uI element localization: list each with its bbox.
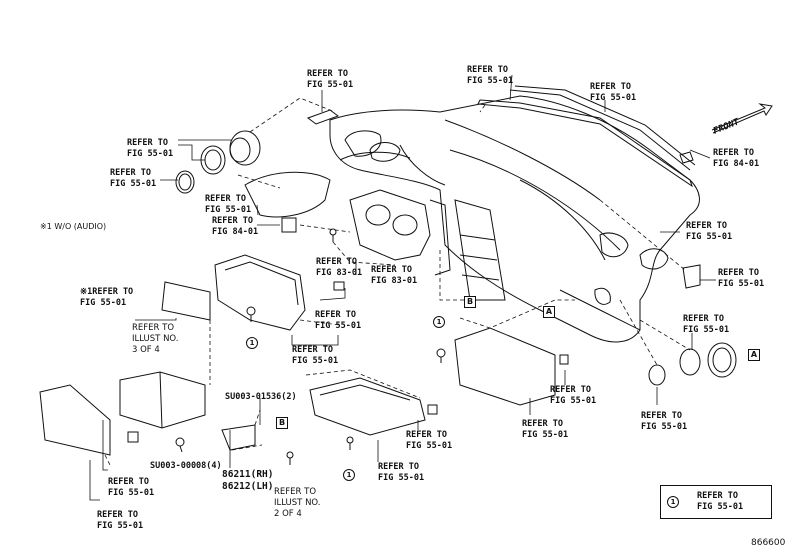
top-vent	[306, 109, 340, 125]
label-top-vent: REFER TO FIG 55-01	[307, 69, 354, 90]
label-right-side-vent: REFER TO FIG 55-01	[718, 268, 765, 289]
legend-circle-1: 1	[667, 496, 679, 508]
side-panel	[39, 384, 111, 456]
legend-text: REFER TO FIG 55-01	[697, 491, 744, 512]
clip	[679, 151, 694, 164]
label-lower-center: REFER TO FIG 55-01	[378, 462, 425, 483]
label-defroster-right: REFER TO FIG 55-01	[590, 82, 637, 103]
label-illust-2of4: REFER TO ILLUST NO. 2 OF 4	[274, 487, 321, 519]
label-switch: REFER TO FIG 84-01	[212, 216, 259, 237]
right-round-vents	[648, 342, 737, 386]
legend: 1 REFER TO FIG 55-01	[660, 485, 772, 519]
label-lower-center-clip: REFER TO FIG 55-01	[406, 430, 453, 451]
callout-a-vents: A	[748, 349, 760, 361]
switch-part	[281, 217, 297, 233]
defroster-strips	[477, 85, 696, 188]
label-right-panel: REFER TO FIG 55-01	[686, 221, 733, 242]
label-right-vents: REFER TO FIG 55-01	[683, 314, 730, 335]
callout-a-panel: A	[543, 306, 555, 318]
circle-1-lower: 1	[343, 469, 355, 481]
label-su00008: SU003-00008(4)	[150, 461, 222, 471]
front-arrow	[711, 103, 773, 134]
screws	[175, 228, 446, 465]
label-lower-left-panel: REFER TO FIG 55-01	[292, 345, 339, 366]
circle-1-center: 1	[433, 316, 445, 328]
part-86212: 86212(LH)	[222, 481, 274, 492]
label-glove-clip: REFER TO FIG 55-01	[550, 385, 597, 406]
label-meter-screw: REFER TO FIG 83-01	[316, 257, 363, 278]
label-audio-blank: ※1REFER TO FIG 55-01	[80, 287, 134, 308]
glove-compartment	[454, 327, 556, 406]
label-left-vent-lower: REFER TO FIG 55-01	[110, 168, 157, 189]
leader-lines	[104, 97, 691, 466]
label-lower-left-clip: REFER TO FIG 55-01	[315, 310, 362, 331]
callout-b-panel: B	[464, 296, 476, 308]
left-vents	[175, 130, 261, 194]
part-86211: 86211(RH)	[222, 469, 274, 480]
label-defroster-left: REFER TO FIG 55-01	[467, 65, 514, 86]
label-right-vent-ring: REFER TO FIG 55-01	[641, 411, 688, 432]
callout-lines	[89, 74, 716, 501]
right-vent	[682, 264, 701, 289]
lower-center-panel	[309, 377, 426, 436]
meter-hood	[244, 171, 331, 218]
circle-1-left: 1	[246, 337, 258, 349]
lower-left-panel	[214, 254, 306, 331]
audio-note: ※1 W/O (AUDIO)	[40, 222, 107, 231]
audio-box	[119, 371, 206, 429]
illustration-number: 866600	[751, 538, 786, 548]
label-left-vent-upper: REFER TO FIG 55-01	[127, 138, 174, 159]
label-illust-3of4: REFER TO ILLUST NO. 3 OF 4	[132, 323, 179, 355]
label-glove-box: REFER TO FIG 55-01	[522, 419, 569, 440]
callout-b-bracket: B	[276, 417, 288, 429]
label-clip: REFER TO FIG 84-01	[713, 148, 760, 169]
combination-meter	[349, 189, 431, 261]
label-su01536: SU003-01536(2)	[225, 392, 297, 402]
label-side-panel-clip: REFER TO FIG 55-01	[108, 477, 155, 498]
label-side-panel: REFER TO FIG 55-01	[97, 510, 144, 531]
label-meter-hood: REFER TO FIG 55-01	[205, 194, 252, 215]
instrument-panel	[329, 95, 700, 343]
bracket	[221, 424, 256, 451]
label-meter: REFER TO FIG 83-01	[371, 265, 418, 286]
audio-blank	[161, 281, 211, 321]
